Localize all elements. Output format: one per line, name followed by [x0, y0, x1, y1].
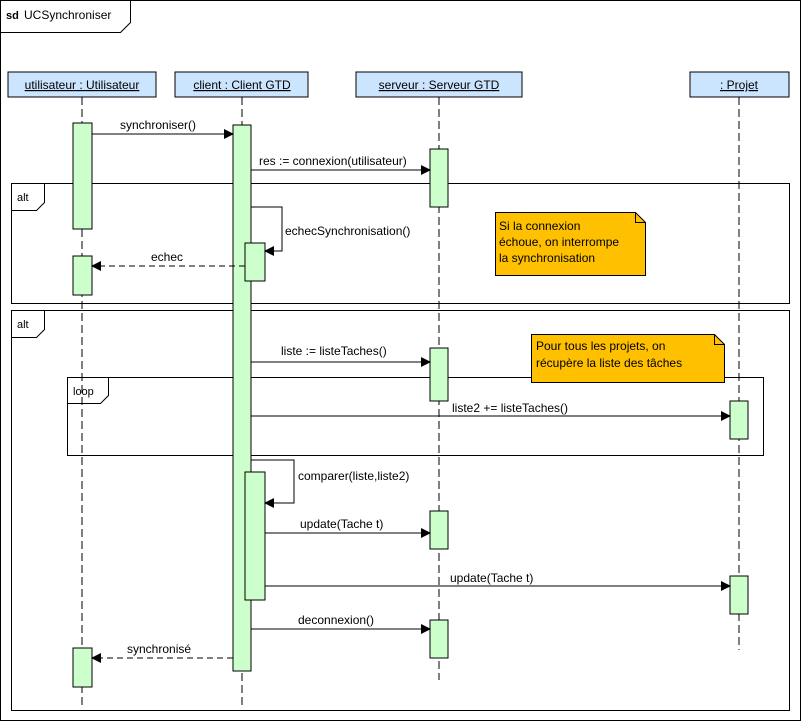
svg-text:client : Client GTD: client : Client GTD — [193, 78, 291, 92]
svg-text:liste2 += listeTaches(): liste2 += listeTaches() — [452, 401, 568, 415]
frame-title-tab — [0, 0, 131, 33]
activation-utilisateur-1 — [72, 122, 93, 230]
message-synchroniser: synchroniser() — [92, 118, 234, 139]
message-liste-taches: liste := listeTaches() — [251, 344, 431, 367]
frame-title: UCSynchroniser — [24, 8, 111, 22]
activation-client-echec — [244, 242, 266, 282]
svg-text:liste := listeTaches(): liste := listeTaches() — [281, 344, 387, 358]
message-connexion: res := connexion(utilisateur) — [251, 154, 431, 175]
message-update-serveur: update(Tache t) — [265, 517, 431, 538]
svg-text:res := connexion(utilisateur): res := connexion(utilisateur) — [259, 154, 407, 168]
svg-text:serveur : Serveur GTD: serveur : Serveur GTD — [379, 78, 500, 92]
svg-text:comparer(liste,liste2): comparer(liste,liste2) — [298, 469, 409, 483]
message-synchronise-return: synchronisé — [91, 642, 233, 663]
activation-projet-liste2 — [729, 400, 749, 440]
fragment-alt-2: alt — [11, 310, 790, 711]
participant-utilisateur: utilisateur : Utilisateur — [7, 71, 157, 98]
participant-projet: : Projet — [689, 71, 790, 98]
activation-serveur-deconnexion — [429, 619, 449, 659]
svg-text:deconnexion(): deconnexion() — [298, 613, 374, 627]
svg-text:: Projet: : Projet — [720, 78, 759, 92]
participant-serveur: serveur : Serveur GTD — [355, 71, 523, 98]
message-update-projet: update(Tache t) — [265, 571, 731, 591]
svg-text:récupère la liste des tâches: récupère la liste des tâches — [536, 356, 682, 370]
svg-text:alt: alt — [17, 192, 29, 204]
svg-text:synchronisé: synchronisé — [127, 642, 191, 656]
note-echec-connexion: Si la connexion échoue, on interrompe la… — [495, 212, 646, 276]
message-comparer: comparer(liste,liste2) — [251, 459, 409, 508]
svg-text:echecSynchronisation(): echecSynchronisation() — [285, 224, 410, 238]
activation-utilisateur-2 — [72, 255, 93, 296]
note-tous-projets: Pour tous les projets, on récupère la li… — [531, 334, 725, 383]
svg-text:échoue, on interrompe: échoue, on interrompe — [499, 235, 619, 249]
svg-text:Pour tous les projets, on: Pour tous les projets, on — [536, 339, 665, 353]
message-echec-return: echec — [91, 250, 245, 271]
participant-client: client : Client GTD — [174, 71, 309, 98]
svg-text:update(Tache t): update(Tache t) — [300, 517, 383, 531]
activation-serveur-connexion — [429, 148, 449, 208]
activation-projet-update — [729, 575, 749, 615]
message-liste2-taches: liste2 += listeTaches() — [251, 401, 731, 421]
activation-utilisateur-3 — [72, 647, 93, 688]
fragment-alt-1: alt — [11, 183, 790, 304]
svg-text:synchroniser(): synchroniser() — [120, 118, 196, 132]
message-deconnexion: deconnexion() — [251, 613, 431, 634]
message-echec-synchronisation: echecSynchronisation() — [251, 206, 410, 256]
activation-serveur-update — [429, 510, 449, 550]
activation-serveur-liste — [429, 347, 449, 402]
svg-text:la synchronisation: la synchronisation — [499, 251, 595, 265]
svg-text:update(Tache t): update(Tache t) — [450, 571, 533, 585]
svg-text:loop: loop — [73, 386, 94, 398]
svg-text:Si la connexion: Si la connexion — [499, 219, 580, 233]
fragment-loop: loop — [67, 377, 764, 456]
frame-tag: sd — [6, 10, 19, 22]
activation-client-comparer — [244, 471, 266, 601]
svg-text:echec: echec — [151, 250, 183, 264]
svg-text:alt: alt — [17, 319, 29, 331]
svg-text:utilisateur : Utilisateur: utilisateur : Utilisateur — [25, 78, 140, 92]
